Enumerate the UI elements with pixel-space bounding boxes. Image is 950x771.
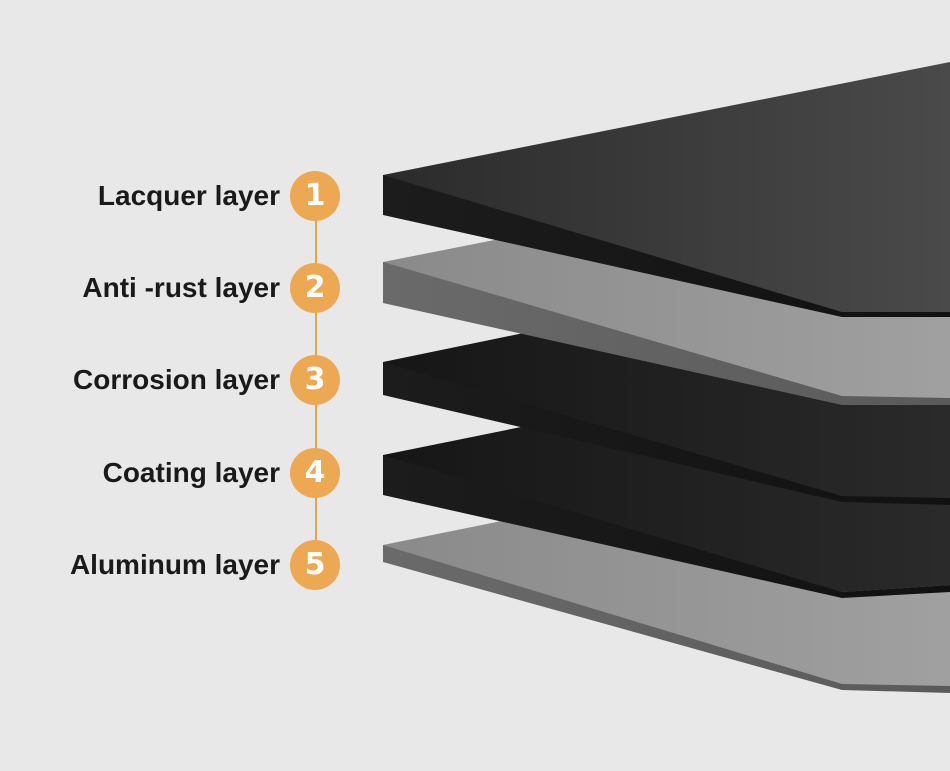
layer-label-5: Aluminum layer [69,549,280,580]
layer-labels: Lacquer layer Anti -rust layer Corrosion… [0,0,280,771]
layer-label-3: Corrosion layer [73,364,280,395]
layer-badge-4: 4 [290,448,340,498]
layer-label-2: Anti -rust layer [82,272,280,303]
plate-lacquer [383,62,950,317]
layer-badge-5: 5 [290,540,340,590]
layer-badge-3: 3 [290,355,340,405]
layer-label-4: Coating layer [102,457,280,488]
layer-badge-1: 1 [290,171,340,221]
layer-label-1: Lacquer layer [97,180,280,211]
layer-badge-2: 2 [290,263,340,313]
